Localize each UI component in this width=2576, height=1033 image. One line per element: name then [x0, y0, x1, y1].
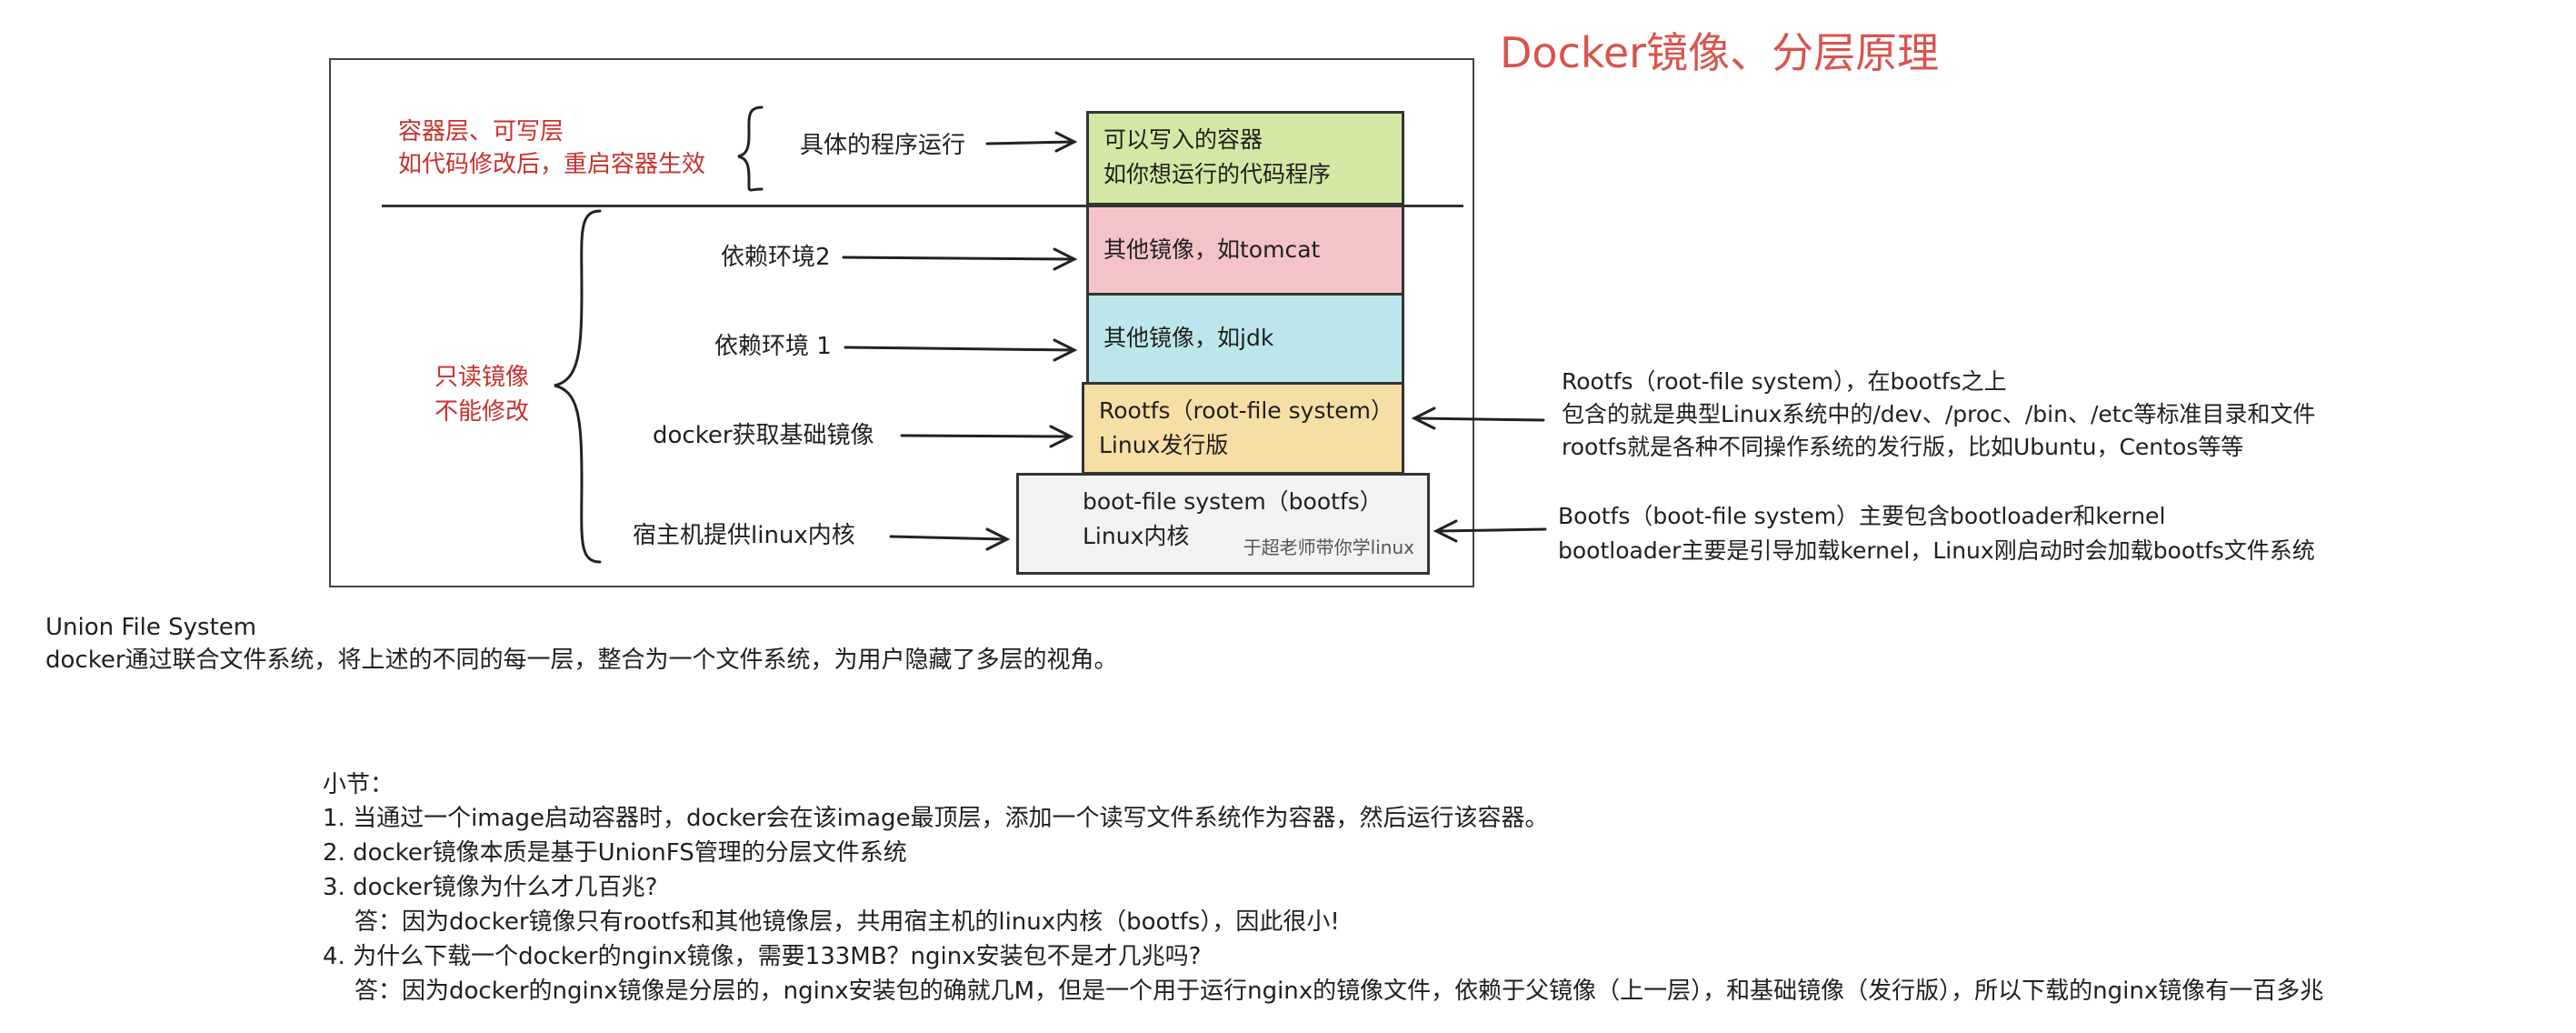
writable-layer-desc: 如你想运行的代码程序: [1103, 161, 1332, 187]
readonly-image-label: 只读镜像: [434, 364, 530, 391]
diagram-frame: [329, 58, 1474, 587]
bootfs-note-1: Bootfs（boot-file system）主要包含bootloader和k…: [1558, 503, 2166, 529]
summary-answer-3: 答：因为docker镜像只有rootfs和其他镜像层，共用宿主机的linux内核…: [354, 908, 1340, 936]
readonly-brace: [554, 209, 602, 564]
arrow-base-image: [900, 425, 1074, 448]
jdk-image-layer: 其他镜像，如jdk: [1086, 293, 1404, 386]
summary-item-2: 2. docker镜像本质是基于UnionFS管理的分层文件系统: [323, 839, 907, 867]
dependency-1-label: 依赖环境 1: [714, 333, 832, 360]
container-layer-label: 容器层、可写层: [398, 118, 564, 145]
writable-container-layer: 可以写入的容器 如你想运行的代码程序: [1086, 111, 1404, 206]
bootfs-layer: boot-file system（bootfs） Linux内核 于超老师带你学…: [1016, 473, 1430, 575]
summary-item-1: 1. 当通过一个image启动容器时，docker会在该image最顶层，添加一…: [323, 805, 1549, 832]
summary-item-3: 3. docker镜像为什么才几百兆?: [323, 874, 658, 901]
container-layer-brace: [737, 105, 764, 192]
union-fs-heading: Union File System: [45, 614, 257, 641]
arrow-dep1: [844, 338, 1078, 362]
summary-answer-4: 答：因为docker的nginx镜像是分层的，nginx安装包的确就几M，但是一…: [354, 978, 2324, 1005]
page-title: Docker镜像、分层原理: [1500, 28, 1940, 77]
union-fs-text: docker通过联合文件系统，将上述的不同的每一层，整合为一个文件系统，为用户隐…: [45, 647, 1118, 674]
summary-item-4: 4. 为什么下载一个docker的nginx镜像，需要133MB？nginx安装…: [323, 943, 1202, 970]
host-kernel-label: 宿主机提供linux内核: [633, 522, 855, 549]
arrow-run-program: [985, 131, 1078, 153]
writable-layer-title: 可以写入的容器: [1103, 126, 1263, 153]
bootfs-layer-desc: Linux内核: [1083, 523, 1190, 549]
bootfs-note-2: bootloader主要是引导加载kernel，Linux刚启动时会加载boot…: [1558, 537, 2315, 564]
run-program-label: 具体的程序运行: [800, 132, 966, 159]
rootfs-note-2: 包含的就是典型Linux系统中的/dev、/proc、/bin、/etc等标准目…: [1562, 401, 2316, 427]
rootfs-note-3: rootfs就是各种不同操作系统的发行版，比如Ubuntu，Centos等等: [1562, 434, 2244, 460]
rootfs-layer-desc: Linux发行版: [1099, 432, 1229, 458]
arrow-host-kernel: [889, 527, 1011, 551]
dependency-2-label: 依赖环境2: [721, 244, 831, 271]
summary-heading: 小节：: [323, 771, 394, 798]
arrow-bootfs-note: [1433, 519, 1547, 543]
base-image-label: docker获取基础镜像: [653, 422, 874, 449]
rootfs-note-1: Rootfs（root-file system），在bootfs之上: [1562, 368, 2007, 395]
readonly-image-note: 不能修改: [434, 398, 530, 426]
arrow-dep2: [842, 247, 1078, 271]
arrow-rootfs-note: [1411, 406, 1545, 430]
rootfs-layer-title: Rootfs（root-file system）: [1099, 397, 1394, 424]
bootfs-layer-title: boot-file system（bootfs）: [1083, 488, 1383, 515]
tomcat-layer-title: 其他镜像，如tomcat: [1103, 236, 1321, 263]
watermark-text: 于超老师带你学linux: [1243, 537, 1414, 558]
container-layer-note: 如代码修改后，重启容器生效: [398, 151, 706, 178]
jdk-layer-title: 其他镜像，如jdk: [1103, 325, 1274, 351]
writable-readonly-divider: [382, 205, 1463, 207]
